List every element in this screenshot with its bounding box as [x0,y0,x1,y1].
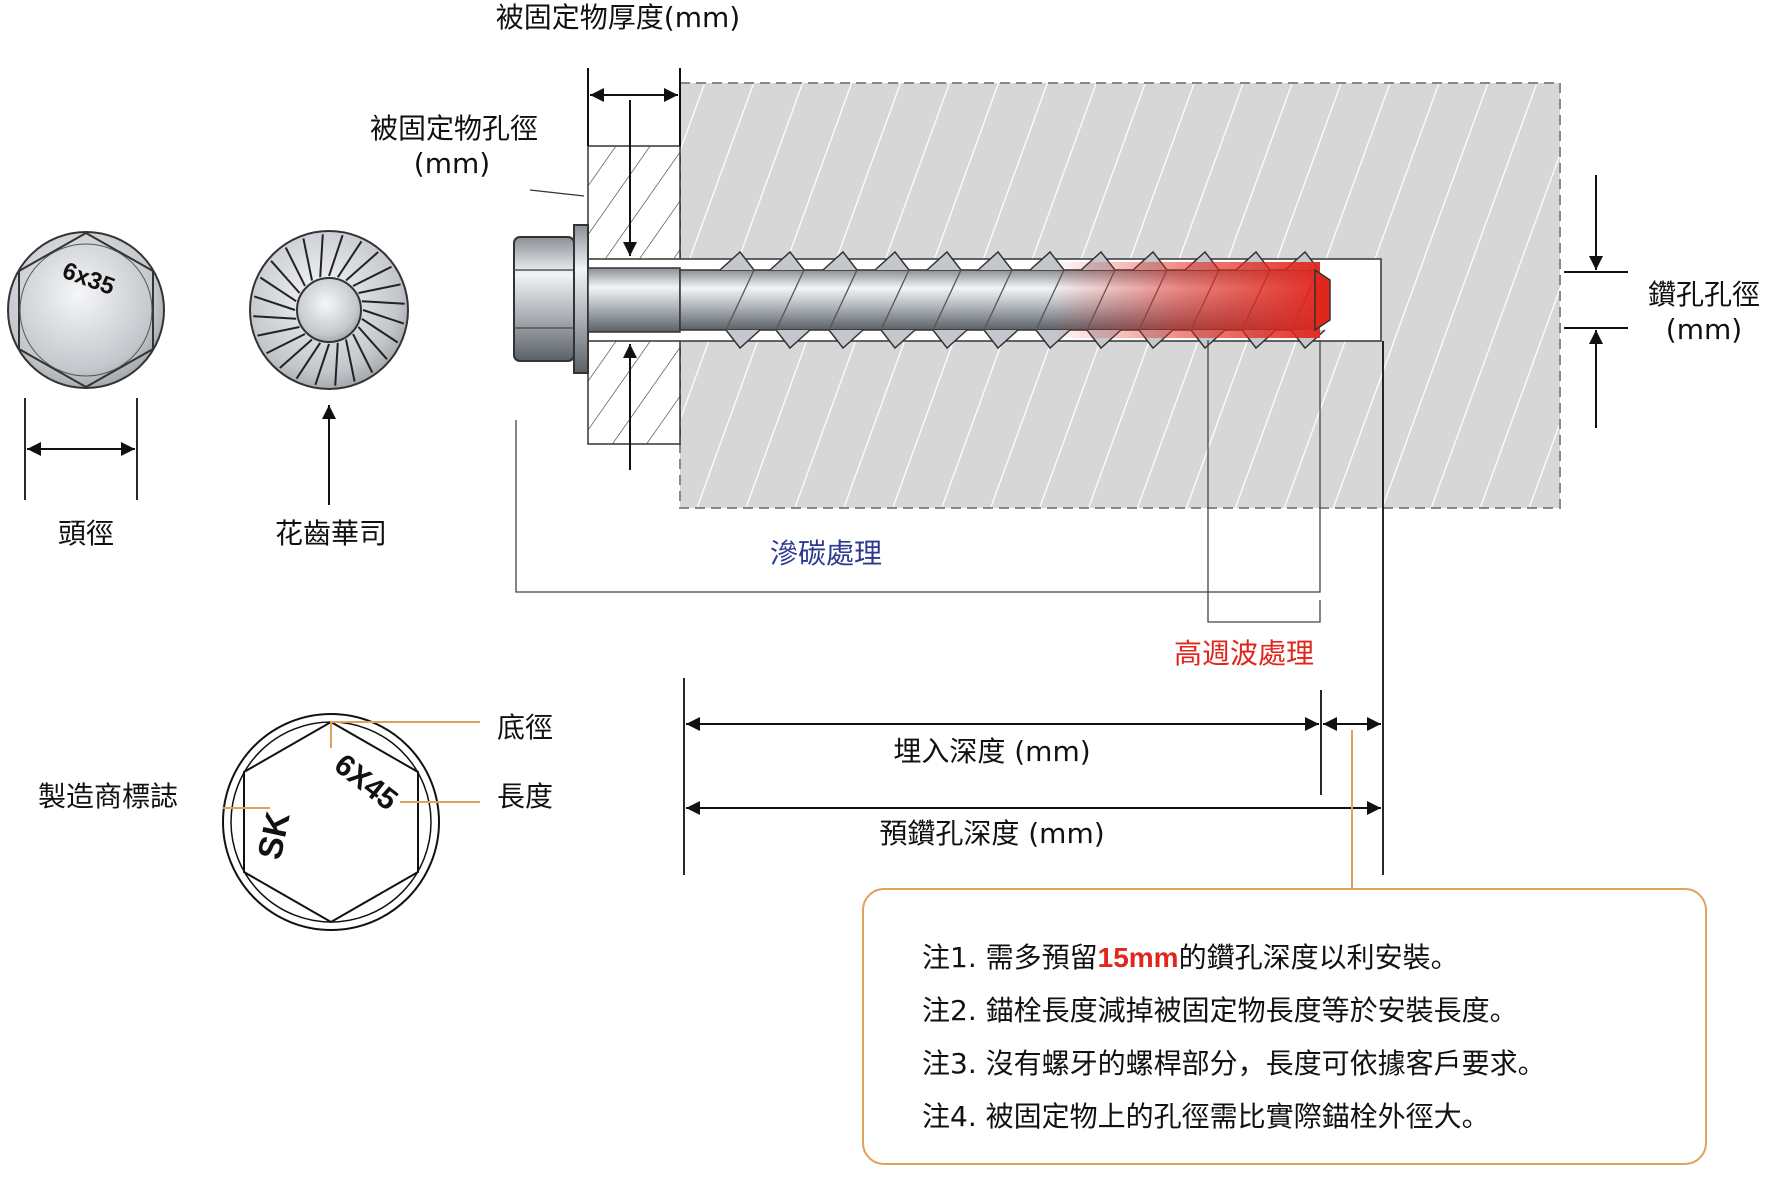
washer-serration [314,343,330,386]
serrated-washer-label: 花齒華司 [274,517,388,550]
drill-hole-dia-label: 鑽孔孔徑 [1647,278,1761,311]
thread-line [828,269,858,331]
thread-tooth [719,250,761,350]
washer-serration [358,283,401,294]
base-dia-label: 底徑 [497,711,554,744]
predrill-depth-label: 預鑽孔深度 (mm) [879,817,1105,850]
washer-serration [345,251,379,282]
notes-box: 注1. 需多預留15mm的鑽孔深度以利安裝。 注2. 錨栓長度減掉被固定物長度等… [862,888,1707,1165]
thread-tooth [874,250,916,350]
washer-serration [328,234,344,277]
marked-head-view: SK 6X45 [222,713,440,931]
washer-serration [266,333,306,355]
washer-serration [295,342,322,380]
thread-line [880,269,910,331]
thread-tooth [769,250,811,350]
note-highlight: 15mm [1097,942,1179,973]
washer-serration [334,342,339,386]
thread-tooth [822,250,864,350]
washer-serration [336,240,363,278]
thread-line [932,269,962,331]
thread-tooth [977,250,1019,350]
serrated-washer-view [249,230,409,390]
washer-serration [302,238,313,281]
carburizing-label: 滲碳處理 [769,537,883,570]
washer-serration [361,300,405,305]
carburizing-bracket [515,340,1321,593]
washer-serration [352,265,392,287]
washer-serration [362,309,405,325]
fixture-hole-dia-label: 被固定物孔徑 [369,112,539,145]
thread-line [775,269,805,331]
washer-serration [352,333,374,373]
thread-line [983,269,1013,331]
thread-line [725,269,755,331]
head-top-view: 6x35 [7,231,165,389]
anchor-bolt [513,224,1331,374]
washer-serration [319,234,324,278]
embed-depth-label: 埋入深度 (mm) [893,735,1091,768]
induction-label: 高週波處理 [1173,637,1315,670]
thread-tooth [926,250,968,350]
washer-serration [284,247,306,287]
induction-bracket [1207,340,1321,623]
washer-serration [361,317,399,344]
washer-serration [270,260,301,294]
length-label: 長度 [497,780,554,813]
washer-serration [253,315,297,320]
washer-serration [345,339,356,382]
washer-serration [259,276,297,303]
fixture-thickness-label: 被固定物厚度(mm) [495,1,741,34]
note-3: 注3. 沒有螺牙的螺桿部分，長度可依據客戶要求。 [922,1047,1546,1080]
washer-serration [257,326,300,337]
washer-serration [357,326,388,360]
drill-hole-unit-label: (mm) [1665,313,1743,346]
washer-serration [253,295,296,311]
maker-mark-label: 製造商標誌 [38,780,179,813]
note-2: 注2. 錨栓長度減掉被固定物長度等於安裝長度。 [922,994,1518,1027]
head-dia-label: 頭徑 [57,517,115,550]
fixture-hole-unit-label: (mm) [413,147,491,180]
note-1: 注1. 需多預留15mm的鑽孔深度以利安裝。 [922,941,1459,974]
washer-serration [279,338,313,369]
note-4: 注4. 被固定物上的孔徑需比實際錨栓外徑大。 [922,1100,1490,1133]
